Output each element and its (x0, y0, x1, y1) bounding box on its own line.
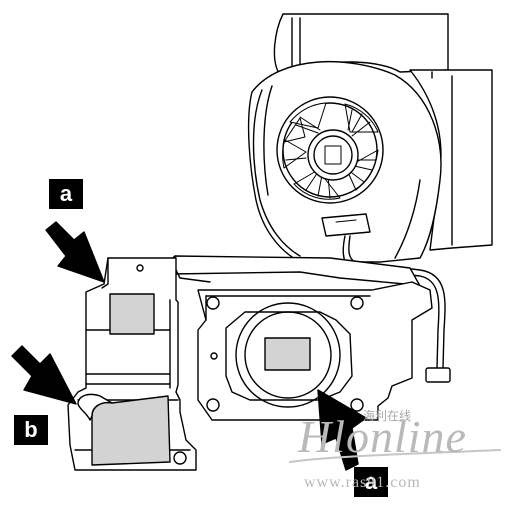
fan-impeller-ring (276, 96, 384, 204)
arrow-b (11, 345, 77, 405)
callout-b: b (14, 415, 48, 445)
callout-a-bottom: a (354, 467, 388, 497)
fan-cable-connector (425, 367, 451, 383)
fan-hub (307, 129, 359, 181)
arrow-a-bottom (317, 389, 367, 471)
fan-blades (282, 102, 379, 200)
left-heatsink (67, 257, 197, 471)
fan-cable (342, 235, 451, 383)
watermark-swoosh (289, 449, 501, 463)
pointer-arrows (11, 221, 367, 471)
callout-a-top: a (49, 179, 83, 209)
arrow-a-top (45, 221, 105, 283)
watermark-logo: Hlonline (298, 411, 467, 462)
right-heatsink-body (197, 281, 433, 421)
watermark-url: www.ras91.com (304, 474, 421, 491)
fan-cable-tape (321, 213, 371, 237)
gpu-thermal-pad (109, 293, 155, 335)
gpu-thermal-tape (91, 395, 171, 466)
fan-assembly (247, 13, 493, 263)
right-heatsink (197, 281, 433, 421)
fan-exhaust-right (409, 69, 493, 251)
cpu-thermal-pad (264, 337, 311, 371)
watermark-chinese: 海利在线 (363, 409, 412, 423)
